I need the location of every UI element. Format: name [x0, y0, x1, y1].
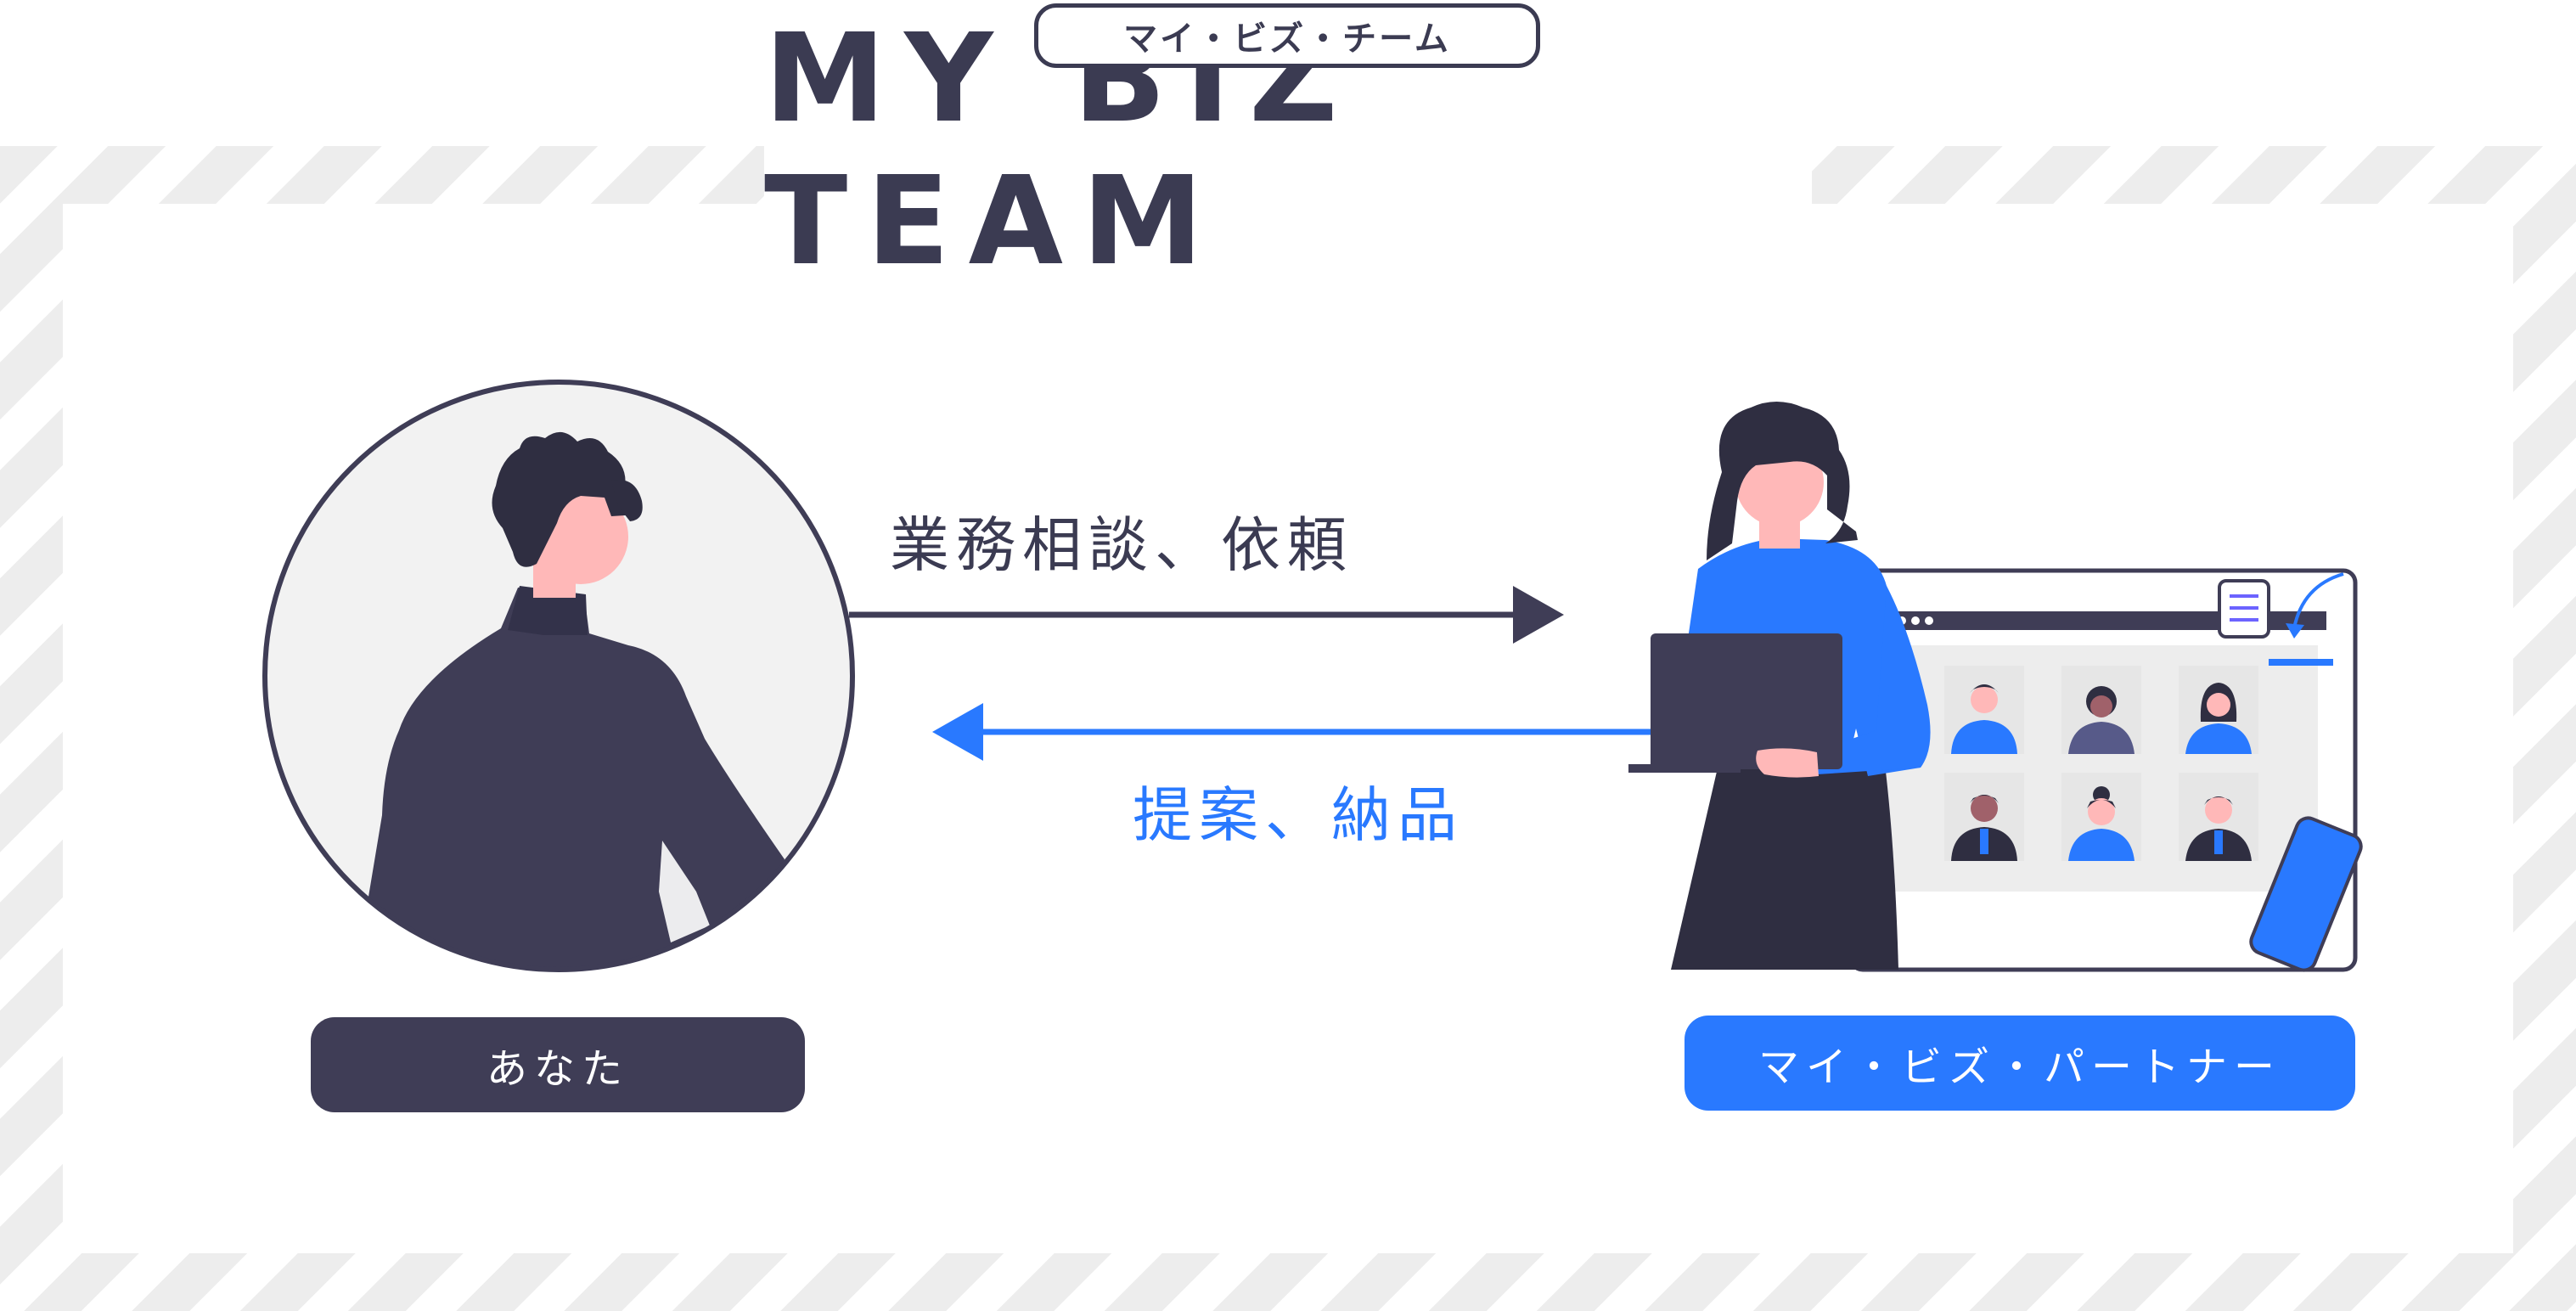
request-label: 業務相談、依頼	[890, 510, 1353, 580]
client-figure	[357, 431, 785, 968]
partner-label: マイ・ビズ・パートナー	[1758, 1044, 2281, 1091]
kana-title-pill: マイ・ビズ・チーム	[1034, 3, 1540, 68]
kana-title: マイ・ビズ・チーム	[1123, 20, 1451, 59]
arrowhead-left	[932, 703, 983, 761]
partner-label-pill: マイ・ビズ・パートナー	[1685, 1016, 2355, 1111]
deliver-arrow	[932, 703, 1656, 761]
avatar-circle-border	[262, 380, 855, 972]
client-avatar	[262, 380, 855, 972]
request-arrow	[849, 586, 1564, 644]
partner-figure	[1628, 402, 1931, 970]
team-member-tiles	[1944, 666, 2258, 861]
arrowhead-right	[1513, 586, 1564, 644]
document-icon	[2218, 579, 2270, 639]
curved-arrow	[2292, 572, 2344, 629]
team-browser-window	[1848, 568, 2363, 972]
deliver-label: 提案、納品	[1133, 780, 1464, 850]
you-label-pill: あなた	[311, 1017, 805, 1112]
you-label: あなた	[486, 1045, 629, 1093]
smartphone-icon	[2249, 816, 2363, 972]
laptop	[1651, 633, 1842, 769]
